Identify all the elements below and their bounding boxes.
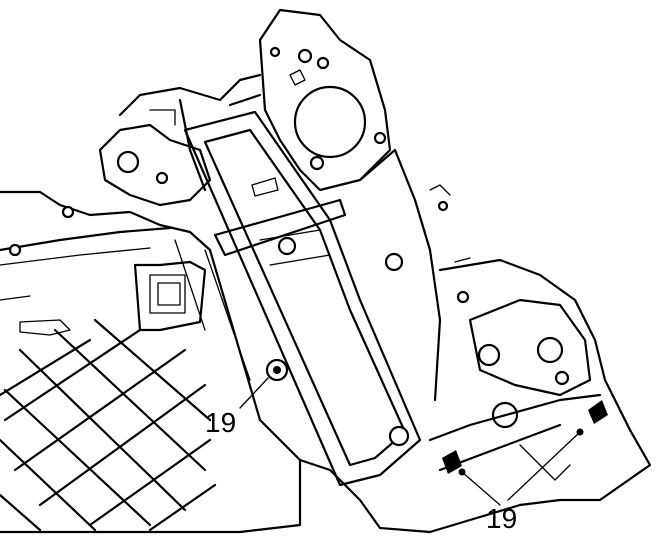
leader-line-bottom-a — [461, 471, 501, 506]
upper-left-frame — [8, 73, 262, 257]
small-bracket — [133, 260, 207, 332]
heater-core — [183, 110, 422, 487]
leader-line-left — [239, 377, 269, 409]
fastener-clip-right — [588, 400, 608, 424]
leader-line-bottom-b — [507, 431, 581, 501]
right-housing — [358, 148, 652, 502]
fastener-clip-center — [442, 450, 462, 474]
fasteners — [265, 358, 608, 474]
grille-mesh — [0, 318, 217, 532]
actuator-motor — [228, 8, 392, 192]
callout-label-bottom: 19 — [486, 503, 517, 534]
callout-label-left: 19 — [205, 407, 236, 438]
leader-lines — [239, 377, 584, 506]
